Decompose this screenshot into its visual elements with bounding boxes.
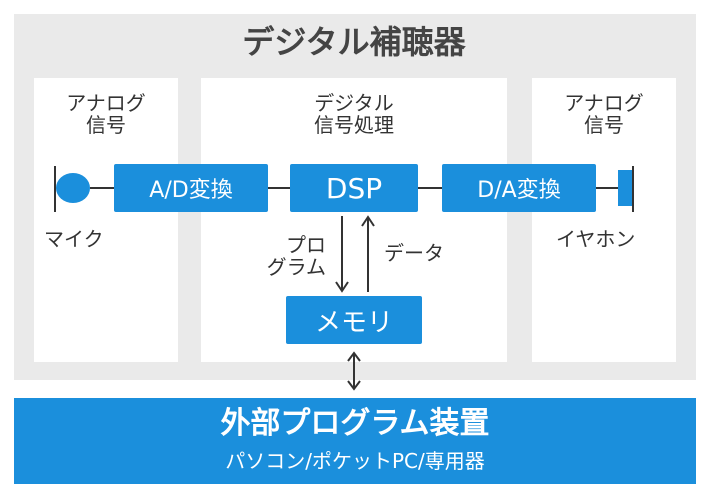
right-section-label-line1: アナログ xyxy=(564,91,644,115)
signal-line-da-earphone xyxy=(596,187,618,189)
earphone-label: イヤホン xyxy=(556,227,636,251)
mic-stand-icon xyxy=(54,166,56,212)
right-section-label-line2: 信号 xyxy=(584,113,624,137)
dsp-box: DSP xyxy=(290,164,418,212)
data-up-arrow-icon xyxy=(361,215,375,292)
memory-box: メモリ xyxy=(286,296,422,344)
ad-converter-box: A/D変換 xyxy=(114,164,268,212)
left-section-label: アナログ 信号 xyxy=(34,92,178,136)
earphone-stand-icon xyxy=(632,166,634,212)
data-arrow-label: データ xyxy=(384,241,444,265)
program-down-arrow-icon xyxy=(335,216,349,293)
right-section-label: アナログ 信号 xyxy=(532,92,676,136)
dsp-memory-arrows xyxy=(335,215,375,293)
left-section-label-line2: 信号 xyxy=(86,113,126,137)
external-link-arrow-icon xyxy=(347,351,361,391)
earphone-icon xyxy=(618,170,632,206)
signal-line-dsp-da xyxy=(418,187,442,189)
program-arrow-label: プロ グラム xyxy=(244,234,326,278)
da-converter-box: D/A変換 xyxy=(442,164,596,212)
external-programmer-bar: 外部プログラム装置 パソコン/ポケットPC/専用器 xyxy=(14,398,696,484)
signal-line-mic-ad xyxy=(90,187,114,189)
external-programmer-subtitle: パソコン/ポケットPC/専用器 xyxy=(225,449,485,473)
program-label-line2: グラム xyxy=(266,255,326,279)
center-section-label-line1: デジタル xyxy=(314,91,394,115)
mic-label: マイク xyxy=(44,227,104,251)
analog-output-panel xyxy=(532,78,676,362)
center-section-label: デジタル 信号処理 xyxy=(201,92,507,136)
microphone-icon xyxy=(56,173,90,203)
signal-line-ad-dsp xyxy=(268,187,290,189)
center-section-label-line2: 信号処理 xyxy=(314,113,394,137)
diagram-title: デジタル補聴器 xyxy=(242,23,466,61)
program-label-line1: プロ xyxy=(286,233,326,257)
external-programmer-title: 外部プログラム装置 xyxy=(220,406,490,441)
left-section-label-line1: アナログ xyxy=(66,91,146,115)
analog-input-panel xyxy=(34,78,178,362)
